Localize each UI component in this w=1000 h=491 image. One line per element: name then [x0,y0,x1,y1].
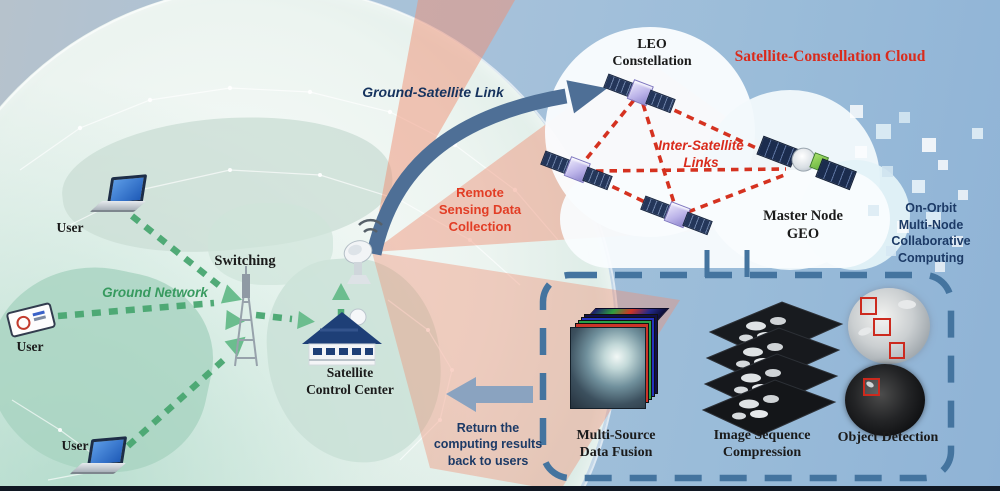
return-results-label: Return the computing results back to use… [433,421,543,468]
detection-bbox [873,318,891,336]
return-arrow-icon [446,377,533,412]
bottom-border [0,486,1000,491]
on-orbit-computing-label: On-Orbit Multi-Node Collaborative Comput… [891,201,971,265]
detection-bbox [860,297,877,315]
remote-sensing-label: Remote Sensing Data Collection [438,185,522,234]
user-label: User [61,438,89,453]
inter-satellite-links-label: Inter-Satellite Links [658,138,744,170]
user-label: User [16,339,44,354]
detection-label: Object Detection [837,430,939,445]
user-label: User [56,220,84,235]
switching-label: Switching [214,253,276,269]
control-center-label: Satellite Control Center [306,365,394,397]
ground-satellite-arrow-icon [366,80,608,256]
cell-tower-icon [234,266,258,367]
cloud-icon [545,27,910,270]
data-cube-icon [570,306,672,412]
ground-network-links [57,213,350,449]
master-node-label: Master Node GEO [763,208,843,242]
leo-constellation-label: LEO Constellation [612,37,692,70]
laptop-base [92,201,146,210]
detection-bbox [889,342,905,359]
ground-station-antenna-icon [343,218,383,284]
compression-label: Image Sequence Compression [713,428,811,461]
laptop-base [72,463,126,472]
green-arrowheads [220,283,350,357]
ground-satellite-link-label: Ground-Satellite Link [362,84,504,100]
detection-circle-icon [845,364,925,436]
ground-network-label: Ground Network [102,285,208,300]
cloud-title: Satellite-Constellation Cloud [734,48,926,65]
fused-image-face [570,327,646,409]
fusion-label: Multi-Source Data Fusion [576,428,656,461]
control-center-house-icon [302,308,382,366]
image-stack-icon [701,301,844,437]
detection-circle-icon [848,288,930,364]
laptop-icon [92,174,149,218]
onboard-processing-box [539,250,955,482]
pixel-mosaic [850,105,983,272]
